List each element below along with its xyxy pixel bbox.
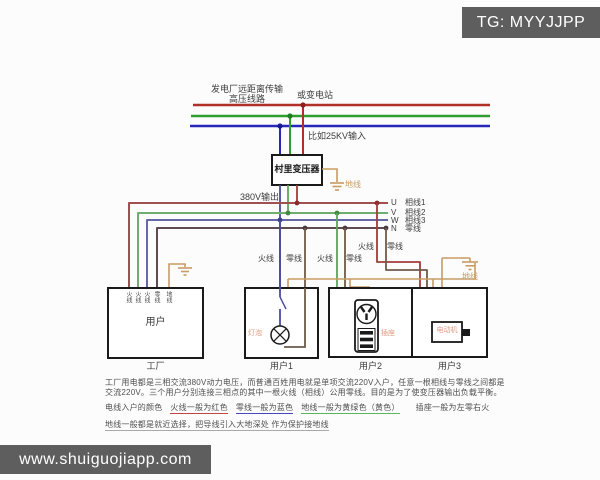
factory-wire-tag-3: 火线: [143, 291, 149, 303]
user1-box: [244, 220, 319, 359]
right-earth-label: 地线: [462, 272, 478, 281]
factory-box: [107, 287, 204, 359]
socket-symbol: [354, 299, 379, 353]
user1-caption: 用户1: [269, 361, 293, 371]
notes-paragraph-line1: 工厂用电都是三相交流380V动力电压，而普通百姓用电就是单项交流220V入户，任…: [105, 378, 505, 387]
bus-w-letter: W: [391, 216, 399, 225]
user3-caption: 用户3: [437, 361, 461, 371]
bus-n-letter: N: [391, 224, 397, 233]
user1-neutral-label: 零线: [286, 254, 302, 263]
bus-phase1-label: 相线1: [405, 198, 426, 207]
motor-symbol: [431, 321, 470, 343]
transformer-label: 村里变压器: [274, 164, 320, 174]
lv-bus-lines: [128, 200, 389, 288]
notes-colors-intro: 电线入户的颜色: [105, 403, 163, 412]
factory-wire-tag-2: 火线: [134, 291, 140, 303]
notes-socket-rule: 插座一般为左零右火: [415, 403, 490, 412]
factory-earth-symbol: [168, 263, 192, 288]
lamp-label: 灯泡: [248, 330, 262, 337]
transformer: [271, 154, 323, 220]
watermark-bottom-left: www.shuiguojiapp.com: [0, 445, 211, 474]
output-380v-label: 380V输出: [240, 192, 280, 202]
lamp-symbol: [270, 325, 290, 345]
user2-neutral-label: 零线: [346, 254, 362, 263]
watermark-top-right: TG: MYYJJPP: [462, 7, 600, 38]
socket-label: 插座: [381, 330, 395, 337]
factory-wire-tag-5: 地线: [165, 291, 171, 303]
transformer-earth-symbol: [322, 168, 344, 191]
factory-wire-tag-1: 火线: [125, 291, 131, 303]
user3-neutral-label: 零线: [387, 242, 403, 251]
notes-live-color: 火线一般为红色: [170, 403, 228, 414]
bus-v-letter: V: [391, 208, 397, 217]
notes-color-line: 电线入户的颜色火线一般为红色零线一般为蓝色地线一般为黄绿色（黄色） 插座一般为左零…: [105, 403, 490, 414]
hv-transmission-lines: [190, 102, 490, 155]
user3-box: [411, 287, 488, 358]
bus-neutral-label: 零线: [405, 224, 421, 233]
user1-live-label: 火线: [258, 254, 274, 263]
user3-live-label: 火线: [358, 242, 374, 251]
user2-box: [328, 287, 413, 358]
notes-ground-rule: 地线一般都是就近选择，把导线引入大地深处 作为保护接地线: [105, 420, 329, 431]
hv-source-label: 发电厂远距离传输 高压线路: [210, 84, 283, 104]
notes-paragraph-line2: 交流220V。三个用户分别连接三相点的其中一根火线（相线）公用零线。目的是为了使…: [105, 388, 502, 397]
motor-label: 电动机: [436, 327, 458, 334]
transformer-earth-label: 地线: [345, 180, 361, 189]
substation-label: 或变电站: [297, 90, 334, 100]
user2-live-label: 火线: [317, 254, 333, 263]
bus-phase3-label: 相线3: [405, 216, 426, 225]
notes-ground-line: 地线一般都是就近选择，把导线引入大地深处 作为保护接地线: [105, 420, 329, 431]
hv-input-label: 比如25KV输入: [308, 131, 367, 141]
notes-neutral-color: 零线一般为蓝色: [235, 403, 294, 414]
factory-caption: 工厂: [146, 361, 165, 371]
factory-title: 用户: [145, 317, 166, 328]
user2-caption: 用户2: [358, 361, 382, 371]
factory-wire-tag-4: 零线: [153, 291, 159, 303]
bus-u-letter: U: [391, 198, 397, 207]
notes-earth-color: 地线一般为黄绿色（黄色）: [301, 403, 400, 414]
bus-phase2-label: 相线2: [405, 208, 426, 217]
